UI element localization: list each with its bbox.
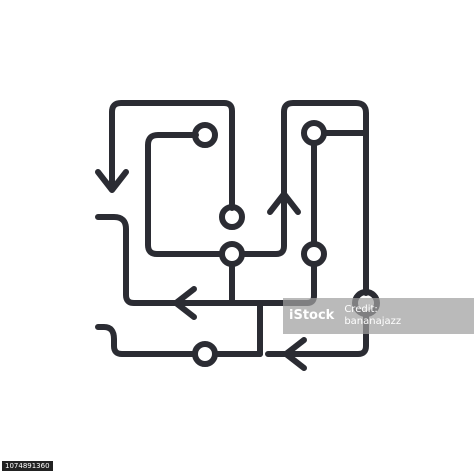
node-circle: [219, 204, 245, 230]
image-id-label: 1074891360: [2, 461, 53, 471]
connector-path: [239, 191, 287, 257]
down-arrow-icon: [95, 169, 129, 193]
left-arrow-icon: [283, 337, 307, 371]
loop-left-outer-path: [109, 100, 235, 211]
credit-name: bananajazz: [344, 316, 402, 327]
flow-line-path: [95, 214, 310, 306]
node-circle: [192, 122, 218, 148]
left-arrow-icon: [173, 286, 197, 320]
watermark-logo: iStock: [289, 308, 335, 323]
loop-right-path: [281, 100, 369, 296]
watermark-banner: iStock Credit: bananajazz: [283, 298, 474, 334]
loop-left-inner-path: [145, 132, 224, 257]
connector-path: [265, 311, 369, 357]
flow-line-path: [95, 324, 198, 357]
credit-label: Credit:: [344, 304, 378, 315]
watermark-credit: Credit: bananajazz: [344, 304, 401, 328]
